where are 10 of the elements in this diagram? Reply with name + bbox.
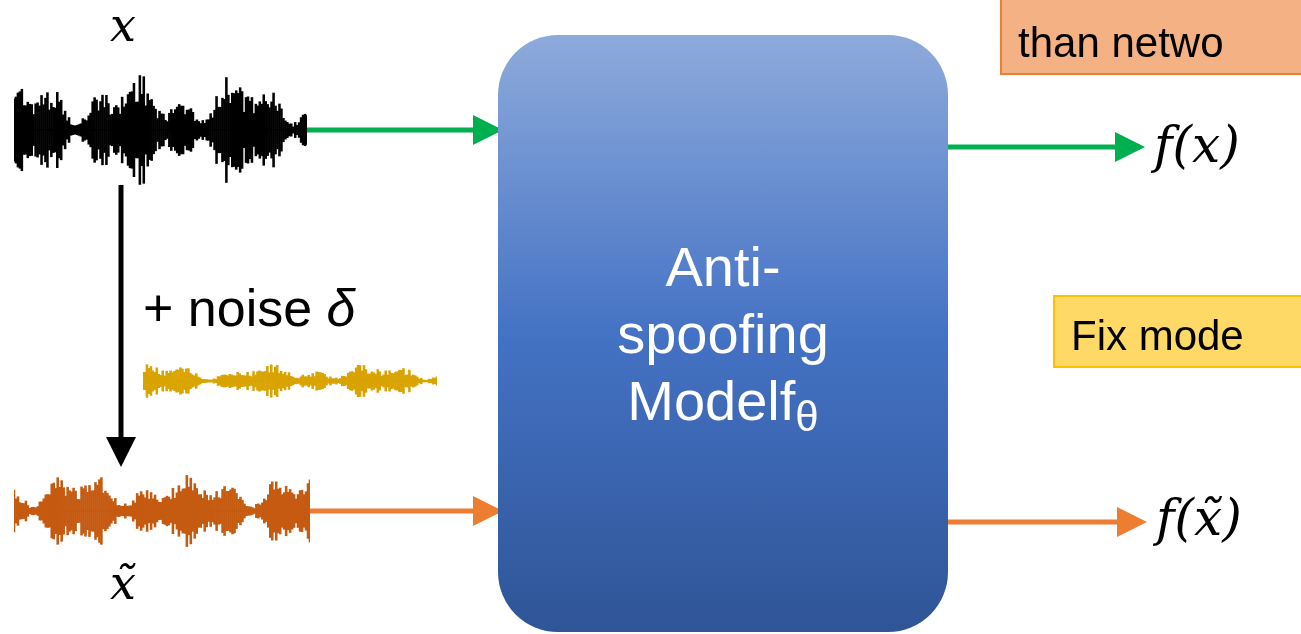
arrow xyxy=(948,132,1145,162)
signal-label: x xyxy=(110,2,136,48)
note-box: Fix mode xyxy=(1053,295,1301,368)
arrow xyxy=(948,507,1147,537)
note-box: than netwo xyxy=(1000,0,1301,75)
edge-label: + noise δ xyxy=(143,282,356,334)
model-box xyxy=(498,35,948,632)
arrow xyxy=(106,185,136,467)
model-label: Anti- spoofing Modelf$_{θ}$ xyxy=(616,233,830,435)
signal-label: x̃ xyxy=(110,560,136,606)
